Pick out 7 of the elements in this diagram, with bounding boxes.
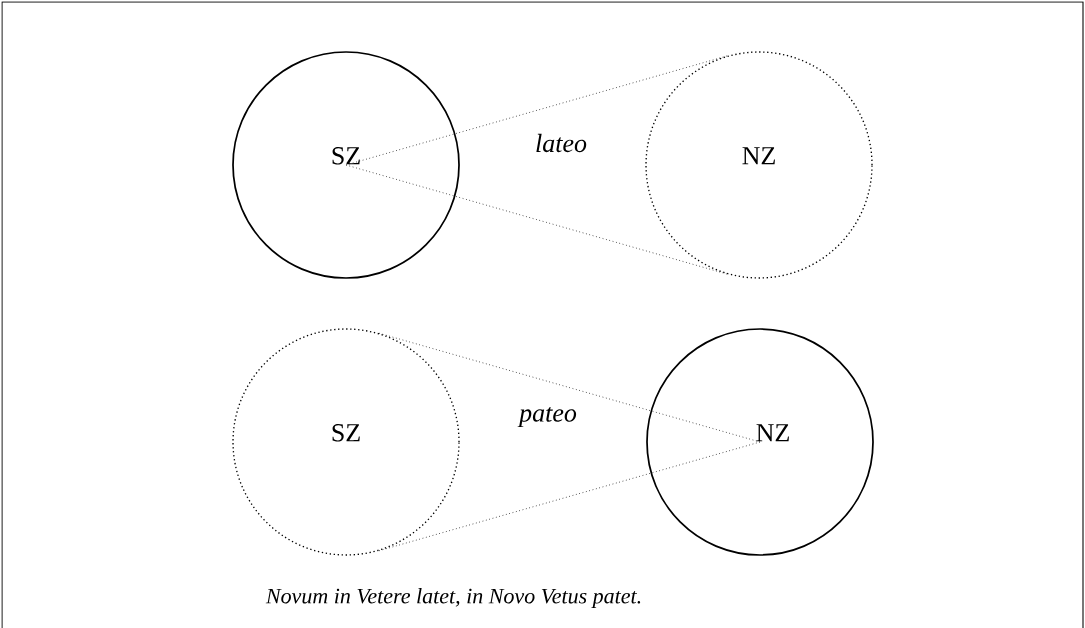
word-label: lateo [536, 133, 587, 153]
line [345, 164, 729, 275]
line [345, 55, 729, 166]
line [376, 332, 761, 443]
word-label: pateo [517, 406, 577, 428]
caption: Novum in Vetere latet, in Novo Vetus patet. [265, 588, 641, 608]
line [376, 441, 761, 552]
